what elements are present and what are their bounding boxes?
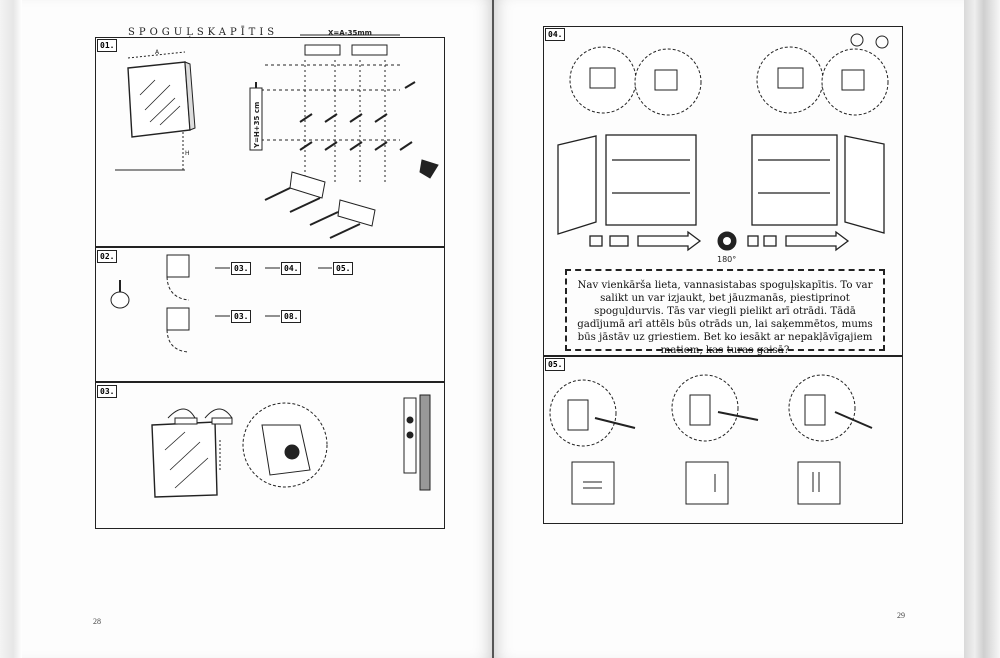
mirror-mounting-drawing <box>151 394 431 498</box>
panel-02-label: 02. <box>97 250 118 263</box>
page-number-left: 28 <box>93 617 101 626</box>
panel-05 <box>543 356 903 524</box>
cabinet-door-right-drawing <box>747 134 885 252</box>
book-spine <box>492 0 494 658</box>
panel-03-label: 03. <box>97 385 118 398</box>
panel-02 <box>95 247 445 382</box>
panel-04 <box>543 26 903 356</box>
tip-text-box: Nav vienkārša lieta, vannasistabas spogu… <box>565 269 885 356</box>
bracket-dimension-drawing: X=A-35mm Y=H+35 cm <box>249 29 400 185</box>
panel-01-label: 01. <box>97 39 118 52</box>
step-ref-04: 04. <box>281 262 302 275</box>
page-number-right: 29 <box>897 611 905 620</box>
step-ref-03-a: 03. <box>231 262 252 275</box>
book-edge-left <box>0 0 22 658</box>
step-ref-08: 08. <box>281 310 302 323</box>
mirror-cabinet-drawing: A H <box>115 49 196 171</box>
svg-text:A: A <box>155 49 160 56</box>
cabinet-door-left-drawing <box>557 134 702 252</box>
svg-text:H: H <box>185 150 190 157</box>
hinge-adjust-drawings <box>549 374 873 505</box>
hinge-circle-drawings <box>569 33 889 116</box>
step-ref-05: 05. <box>333 262 354 275</box>
book-edge-right <box>964 0 1000 658</box>
hinge-orientation-drawing <box>110 254 332 353</box>
svg-text:Y=H+35 cm: Y=H+35 cm <box>253 102 261 149</box>
svg-text:180°: 180° <box>717 255 736 264</box>
rotate-180-icon: 180° <box>717 231 737 264</box>
panel-05-label: 05. <box>545 358 566 371</box>
right-page <box>494 0 964 658</box>
page-title: SPOGUĻSKAPĪTIS <box>128 27 279 38</box>
panel-04-label: 04. <box>545 28 566 41</box>
svg-text:X=A-35mm: X=A-35mm <box>328 29 372 37</box>
panel-03 <box>95 382 445 529</box>
screws-drawing <box>264 81 416 239</box>
step-ref-03-b: 03. <box>231 310 252 323</box>
panel-01 <box>95 37 445 247</box>
